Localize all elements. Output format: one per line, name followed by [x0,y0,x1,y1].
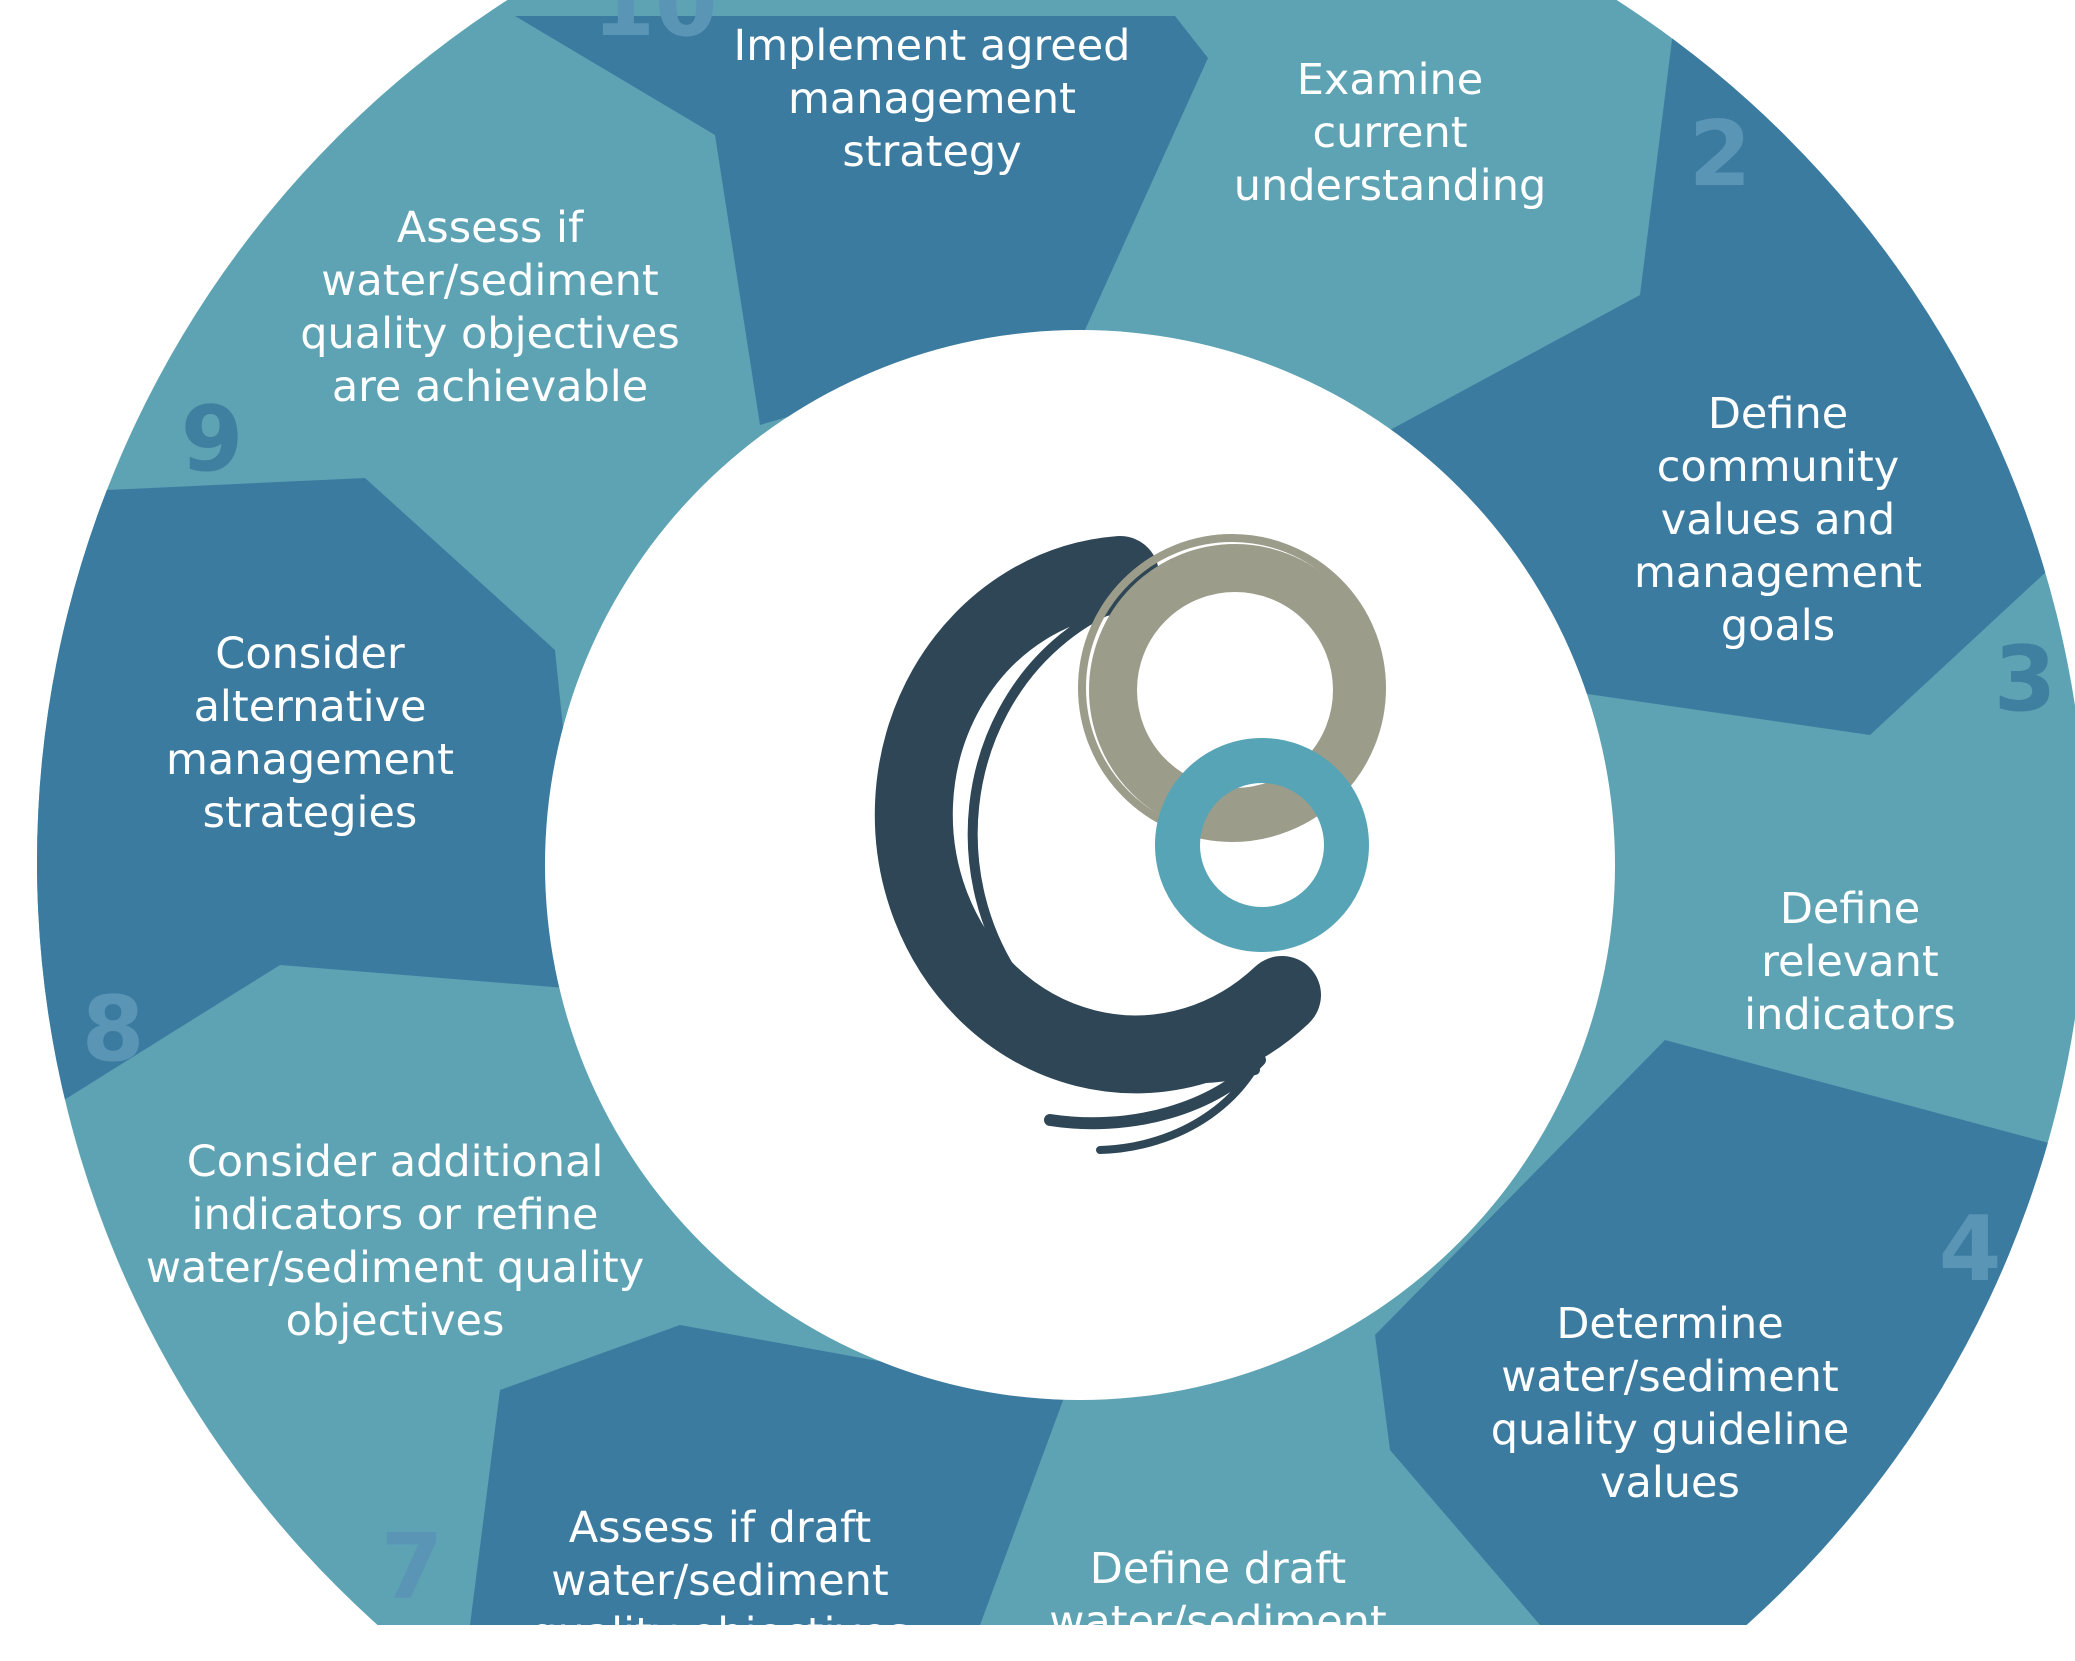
step-number-4: 4 [1938,1197,2002,1302]
step-number-7: 7 [380,1515,444,1620]
cycle-diagram [37,0,2075,1625]
step-3-label: Define relevant indicators [1744,884,1956,1040]
step-number-3: 3 [1993,627,2057,732]
step-2-label: Define community values and management g… [1633,389,1923,651]
segment-step-10 [515,16,1208,425]
step-4-label: Determine water/sediment quality guideli… [1490,1299,1850,1508]
step-6-label: Define draft water/sediment [1049,1544,1387,1647]
center-hub [545,330,1615,1400]
step-1-label: Examine current understanding [1233,55,1547,211]
segment-step-8 [37,478,590,1140]
step-number-10: 10 [592,0,718,57]
step-7-label: Assess if draft water/sediment quality o… [530,1503,910,1659]
step-7b-label: Consider additional indicators or refine… [145,1137,645,1346]
step-number-9: 9 [180,387,244,492]
step-9-label: Assess if water/sediment quality objecti… [300,203,680,412]
brush-circles-logo [874,534,1386,1154]
step-8-label: Consider alternative management strategi… [165,629,455,838]
step-number-2: 2 [1688,102,1752,207]
segment-step-7 [470,1325,1065,1625]
step-10-label: Implement agreed management strategy [733,21,1131,177]
step-number-8: 8 [81,977,145,1082]
